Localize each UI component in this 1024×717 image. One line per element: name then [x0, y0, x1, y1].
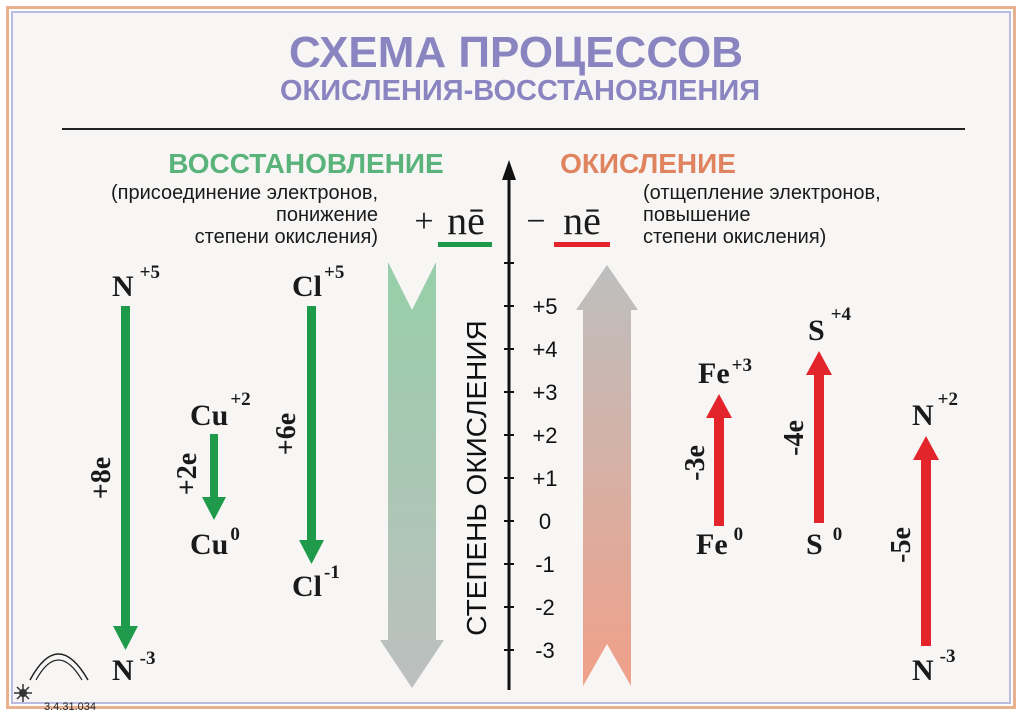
axis-arrowhead	[502, 160, 516, 180]
axis-tick-label: +1	[532, 466, 557, 491]
reduction-electron-label: nē	[447, 198, 485, 243]
axis-tick-label: 0	[539, 509, 551, 534]
oxidation-heading: ОКИСЛЕНИЕ	[560, 148, 736, 179]
axis-tick-label: -2	[535, 595, 555, 620]
species-n-minus3-ox: N-3	[912, 646, 956, 687]
arrow-cu-reduction-head	[202, 497, 226, 520]
arrow-fe-oxidation-head	[706, 394, 732, 418]
reduction-underline	[438, 242, 492, 247]
title-line-1: СХЕМА ПРОЦЕССОВ	[289, 28, 743, 77]
oxidation-desc-line-2: повышение	[643, 204, 750, 226]
reduction-sign: +	[414, 203, 433, 240]
axis-label: СТЕПЕНЬ ОКИСЛЕНИЯ	[461, 320, 492, 635]
electrons-n-reduction: +8e	[86, 457, 117, 499]
axis-tick-label: +2	[532, 423, 557, 448]
species-fe-plus3: Fe+3	[698, 355, 752, 390]
poster-frame	[6, 6, 1016, 709]
species-s-plus4: S+4	[808, 304, 852, 347]
arrow-cu-reduction-shaft	[210, 434, 218, 500]
electrons-n-oxidation: -5e	[886, 527, 917, 563]
electrons-cl-reduction: +6e	[271, 413, 302, 455]
axis-tick-label: +3	[532, 380, 557, 405]
arrow-cl-reduction-shaft	[307, 306, 316, 542]
axis-tick-label: +4	[532, 337, 557, 362]
reduction-desc-line-1: (присоединение электронов,	[111, 182, 378, 204]
species-n-minus3: N-3	[112, 648, 156, 687]
reduction-desc-line-2: понижение	[276, 204, 378, 226]
arrow-n-reduction-head	[113, 626, 138, 650]
species-cl-plus5: Cl+5	[292, 262, 344, 303]
axis-tick-label: +5	[532, 294, 557, 319]
reduction-heading: ВОССТАНОВЛЕНИЕ	[168, 148, 443, 179]
oxidation-desc-line-1: (отщепление электронов,	[643, 182, 881, 204]
arrow-n-oxidation-head	[913, 436, 939, 460]
species-n-plus2: N+2	[912, 389, 958, 432]
oxidation-sign: −	[526, 203, 545, 240]
axis-tick-label: -1	[535, 552, 555, 577]
arrow-fe-oxidation-shaft	[714, 416, 724, 526]
reduction-big-arrow	[380, 262, 444, 688]
oxidation-big-arrow	[576, 265, 638, 686]
oxidation-electron-label: nē	[563, 198, 601, 243]
species-cu-plus2: Cu+2	[190, 389, 251, 432]
publisher-logo	[29, 653, 89, 681]
axis-tick-label: -3	[535, 638, 555, 663]
species-n-plus5: N+5	[112, 262, 160, 303]
arrow-n-reduction-shaft	[121, 306, 130, 628]
reduction-desc-line-3: степени окисления)	[195, 226, 378, 248]
title-line-2: ОКИСЛЕНИЯ-ВОССТАНОВЛЕНИЯ	[280, 75, 760, 107]
arrow-cl-reduction-head	[299, 540, 324, 564]
arrow-n-oxidation-shaft	[921, 458, 931, 646]
catalog-code: 3.4.31.034	[44, 701, 96, 713]
electrons-s-oxidation: -4e	[779, 420, 810, 456]
arrow-s-oxidation-head	[806, 351, 832, 375]
oxidation-desc-line-3: степени окисления)	[643, 226, 826, 248]
electrons-cu-reduction: +2e	[172, 453, 203, 495]
species-cl-minus1: Cl-1	[292, 562, 340, 603]
electrons-fe-oxidation: -3e	[680, 445, 711, 481]
oxidation-underline	[554, 242, 610, 247]
arrow-s-oxidation-shaft	[814, 373, 824, 523]
reaction-arrows	[113, 306, 939, 650]
sun-icon	[14, 684, 32, 702]
